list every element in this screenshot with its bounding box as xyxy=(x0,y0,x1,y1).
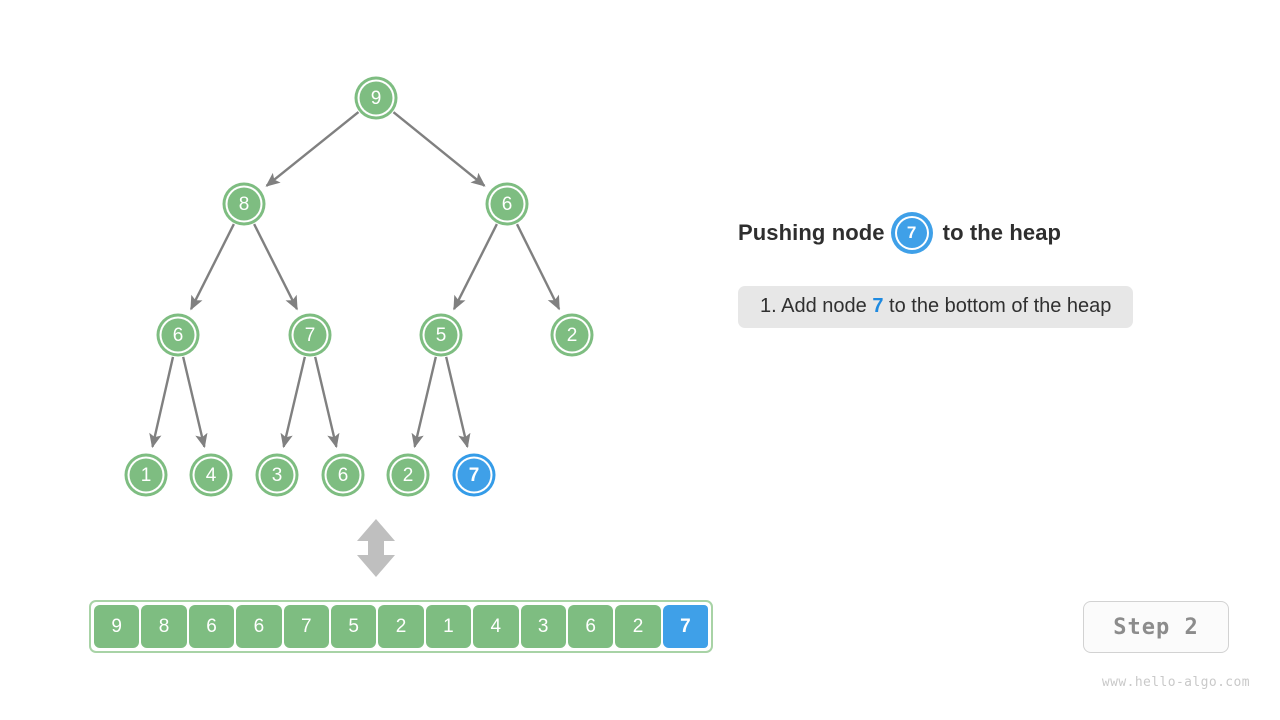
tree-edge xyxy=(515,223,561,311)
tree-node[interactable]: 9 xyxy=(354,76,398,120)
array-cell[interactable]: 4 xyxy=(473,605,519,648)
instruction-prefix: 1. Add node xyxy=(760,295,867,317)
tree-node-circle xyxy=(129,458,163,492)
tree-node-circle xyxy=(457,458,491,492)
tree-edge xyxy=(253,223,299,311)
tree-node[interactable]: 1 xyxy=(124,453,168,497)
tree-node-circle xyxy=(391,458,425,492)
tree-node-label: 1 xyxy=(141,465,152,486)
array-cell[interactable]: 7 xyxy=(662,605,709,648)
tree-node-label: 8 xyxy=(239,194,250,215)
array-cell[interactable]: 5 xyxy=(330,605,377,648)
tree-node-label: 6 xyxy=(173,325,184,346)
tree-edge xyxy=(189,223,235,311)
tree-node-label: 7 xyxy=(469,465,480,486)
tree-edge xyxy=(452,223,498,311)
tree-node-circle xyxy=(194,458,228,492)
tree-node-circle xyxy=(260,458,294,492)
tree-edge xyxy=(411,356,438,449)
tree-edge xyxy=(265,111,360,187)
instruction-suffix: to the bottom of the heap xyxy=(889,295,1112,317)
tree-nodes: 9 8 6 6 7 5 2 1 4 3 6 2 7 xyxy=(124,76,594,497)
tree-node-label: 2 xyxy=(567,325,578,346)
tree-node-label: 6 xyxy=(338,465,349,486)
tree-edge xyxy=(392,111,486,187)
tree-node-label: 4 xyxy=(206,465,217,486)
tree-edge xyxy=(280,356,307,449)
tree-node[interactable]: 6 xyxy=(321,453,365,497)
tree-node[interactable]: 2 xyxy=(386,453,430,497)
tree-node-circle xyxy=(490,187,524,221)
tree-node-label: 2 xyxy=(403,465,414,486)
array-cell[interactable]: 9 xyxy=(94,605,140,648)
title-suffix: to the heap xyxy=(942,220,1062,245)
tree-node[interactable]: 6 xyxy=(485,182,529,226)
array-cell[interactable]: 8 xyxy=(141,605,187,648)
array-cell[interactable]: 1 xyxy=(425,605,472,648)
array-cell[interactable]: 6 xyxy=(188,605,235,648)
tree-node-label: 9 xyxy=(371,88,382,109)
tree-edge xyxy=(149,356,175,449)
tree-node-circle xyxy=(359,81,393,115)
tree-node[interactable]: 7 xyxy=(452,453,496,497)
swap-indicator xyxy=(357,519,395,577)
tree-node-circle xyxy=(555,318,589,352)
tree-node-label: 6 xyxy=(502,194,513,215)
tree-node[interactable]: 2 xyxy=(550,313,594,357)
tree-edge xyxy=(181,356,208,449)
title-prefix: Pushing node xyxy=(738,220,885,245)
instruction-step-1: 1. Add node 7 to the bottom of the heap xyxy=(738,286,1134,328)
tree-node-circle xyxy=(227,187,261,221)
array-cell[interactable]: 2 xyxy=(615,605,661,648)
array-cell[interactable]: 3 xyxy=(520,605,566,648)
tree-node[interactable]: 3 xyxy=(255,453,299,497)
page-title: Pushing node 7 to the heap xyxy=(738,208,1208,258)
tree-node-label: 3 xyxy=(272,465,283,486)
tree-node-circle xyxy=(161,318,195,352)
tree-node[interactable]: 7 xyxy=(288,313,332,357)
tree-node-label: 5 xyxy=(436,325,447,346)
tree-edge xyxy=(313,356,340,449)
double-arrow-vertical-icon xyxy=(357,519,395,577)
array-cell[interactable]: 7 xyxy=(283,605,329,648)
tree-node[interactable]: 8 xyxy=(222,182,266,226)
instruction-accent-value: 7 xyxy=(872,295,884,317)
array-cell[interactable]: 6 xyxy=(236,605,282,648)
explanation-panel: Pushing node 7 to the heap 1. Add node 7… xyxy=(738,208,1208,328)
tree-node[interactable]: 5 xyxy=(419,313,463,357)
array-cell[interactable]: 2 xyxy=(378,605,424,648)
tree-edges xyxy=(149,111,561,449)
tree-node[interactable]: 4 xyxy=(189,453,233,497)
title-node-badge: 7 xyxy=(894,216,929,250)
step-badge: Step 2 xyxy=(1083,601,1229,653)
tree-node-circle xyxy=(326,458,360,492)
tree-node[interactable]: 6 xyxy=(156,313,200,357)
tree-edge xyxy=(444,356,471,449)
tree-node-circle xyxy=(424,318,458,352)
tree-node-label: 7 xyxy=(305,325,316,346)
array-cell[interactable]: 6 xyxy=(567,605,614,648)
tree-node-circle xyxy=(293,318,327,352)
watermark: www.hello-algo.com xyxy=(1101,675,1250,690)
